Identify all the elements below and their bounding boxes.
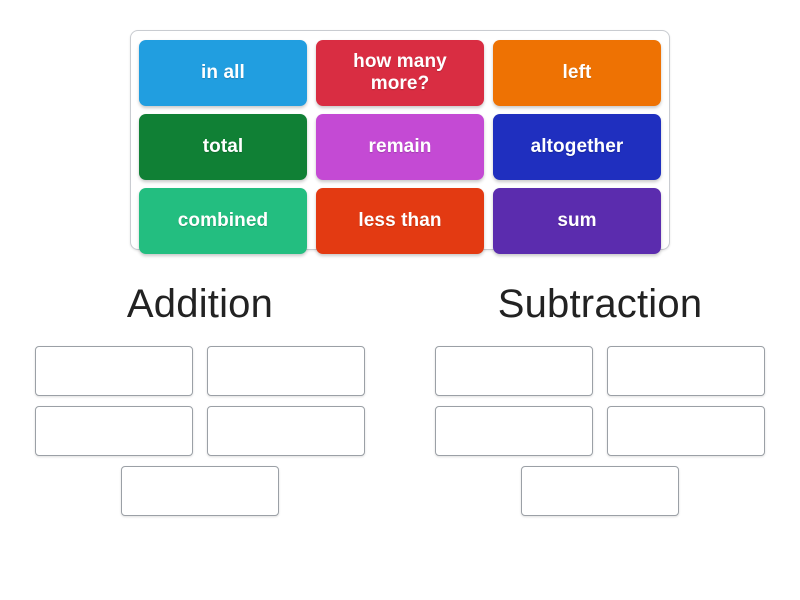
drop-slot[interactable] — [35, 406, 193, 456]
drop-slots-addition — [26, 346, 374, 516]
word-tile-in-all[interactable]: in all — [139, 40, 307, 106]
word-tile-how-many-more[interactable]: how many more? — [316, 40, 484, 106]
drop-slot[interactable] — [521, 466, 679, 516]
category-columns: Addition Subtraction — [0, 280, 800, 516]
category-title-subtraction: Subtraction — [497, 282, 703, 326]
drop-slot[interactable] — [35, 346, 193, 396]
drop-slot[interactable] — [121, 466, 279, 516]
drop-slot[interactable] — [207, 346, 365, 396]
drop-slot[interactable] — [435, 346, 593, 396]
word-tile-remain[interactable]: remain — [316, 114, 484, 180]
word-bank-panel: in all how many more? left total remain … — [130, 30, 670, 254]
word-bank-row: total remain altogether — [139, 114, 661, 180]
word-tile-left[interactable]: left — [493, 40, 661, 106]
word-tile-altogether[interactable]: altogether — [493, 114, 661, 180]
category-title-addition: Addition — [126, 282, 274, 326]
word-tile-sum[interactable]: sum — [493, 188, 661, 254]
category-addition: Addition — [0, 280, 400, 516]
word-tile-less-than[interactable]: less than — [316, 188, 484, 254]
word-bank-row: in all how many more? left — [139, 40, 661, 106]
word-bank-row: combined less than sum — [139, 188, 661, 254]
drop-slot[interactable] — [607, 406, 765, 456]
word-tile-total[interactable]: total — [139, 114, 307, 180]
drop-slot[interactable] — [607, 346, 765, 396]
drop-slot[interactable] — [435, 406, 593, 456]
category-subtraction: Subtraction — [400, 280, 800, 516]
word-tile-combined[interactable]: combined — [139, 188, 307, 254]
drop-slot[interactable] — [207, 406, 365, 456]
drop-slots-subtraction — [426, 346, 774, 516]
